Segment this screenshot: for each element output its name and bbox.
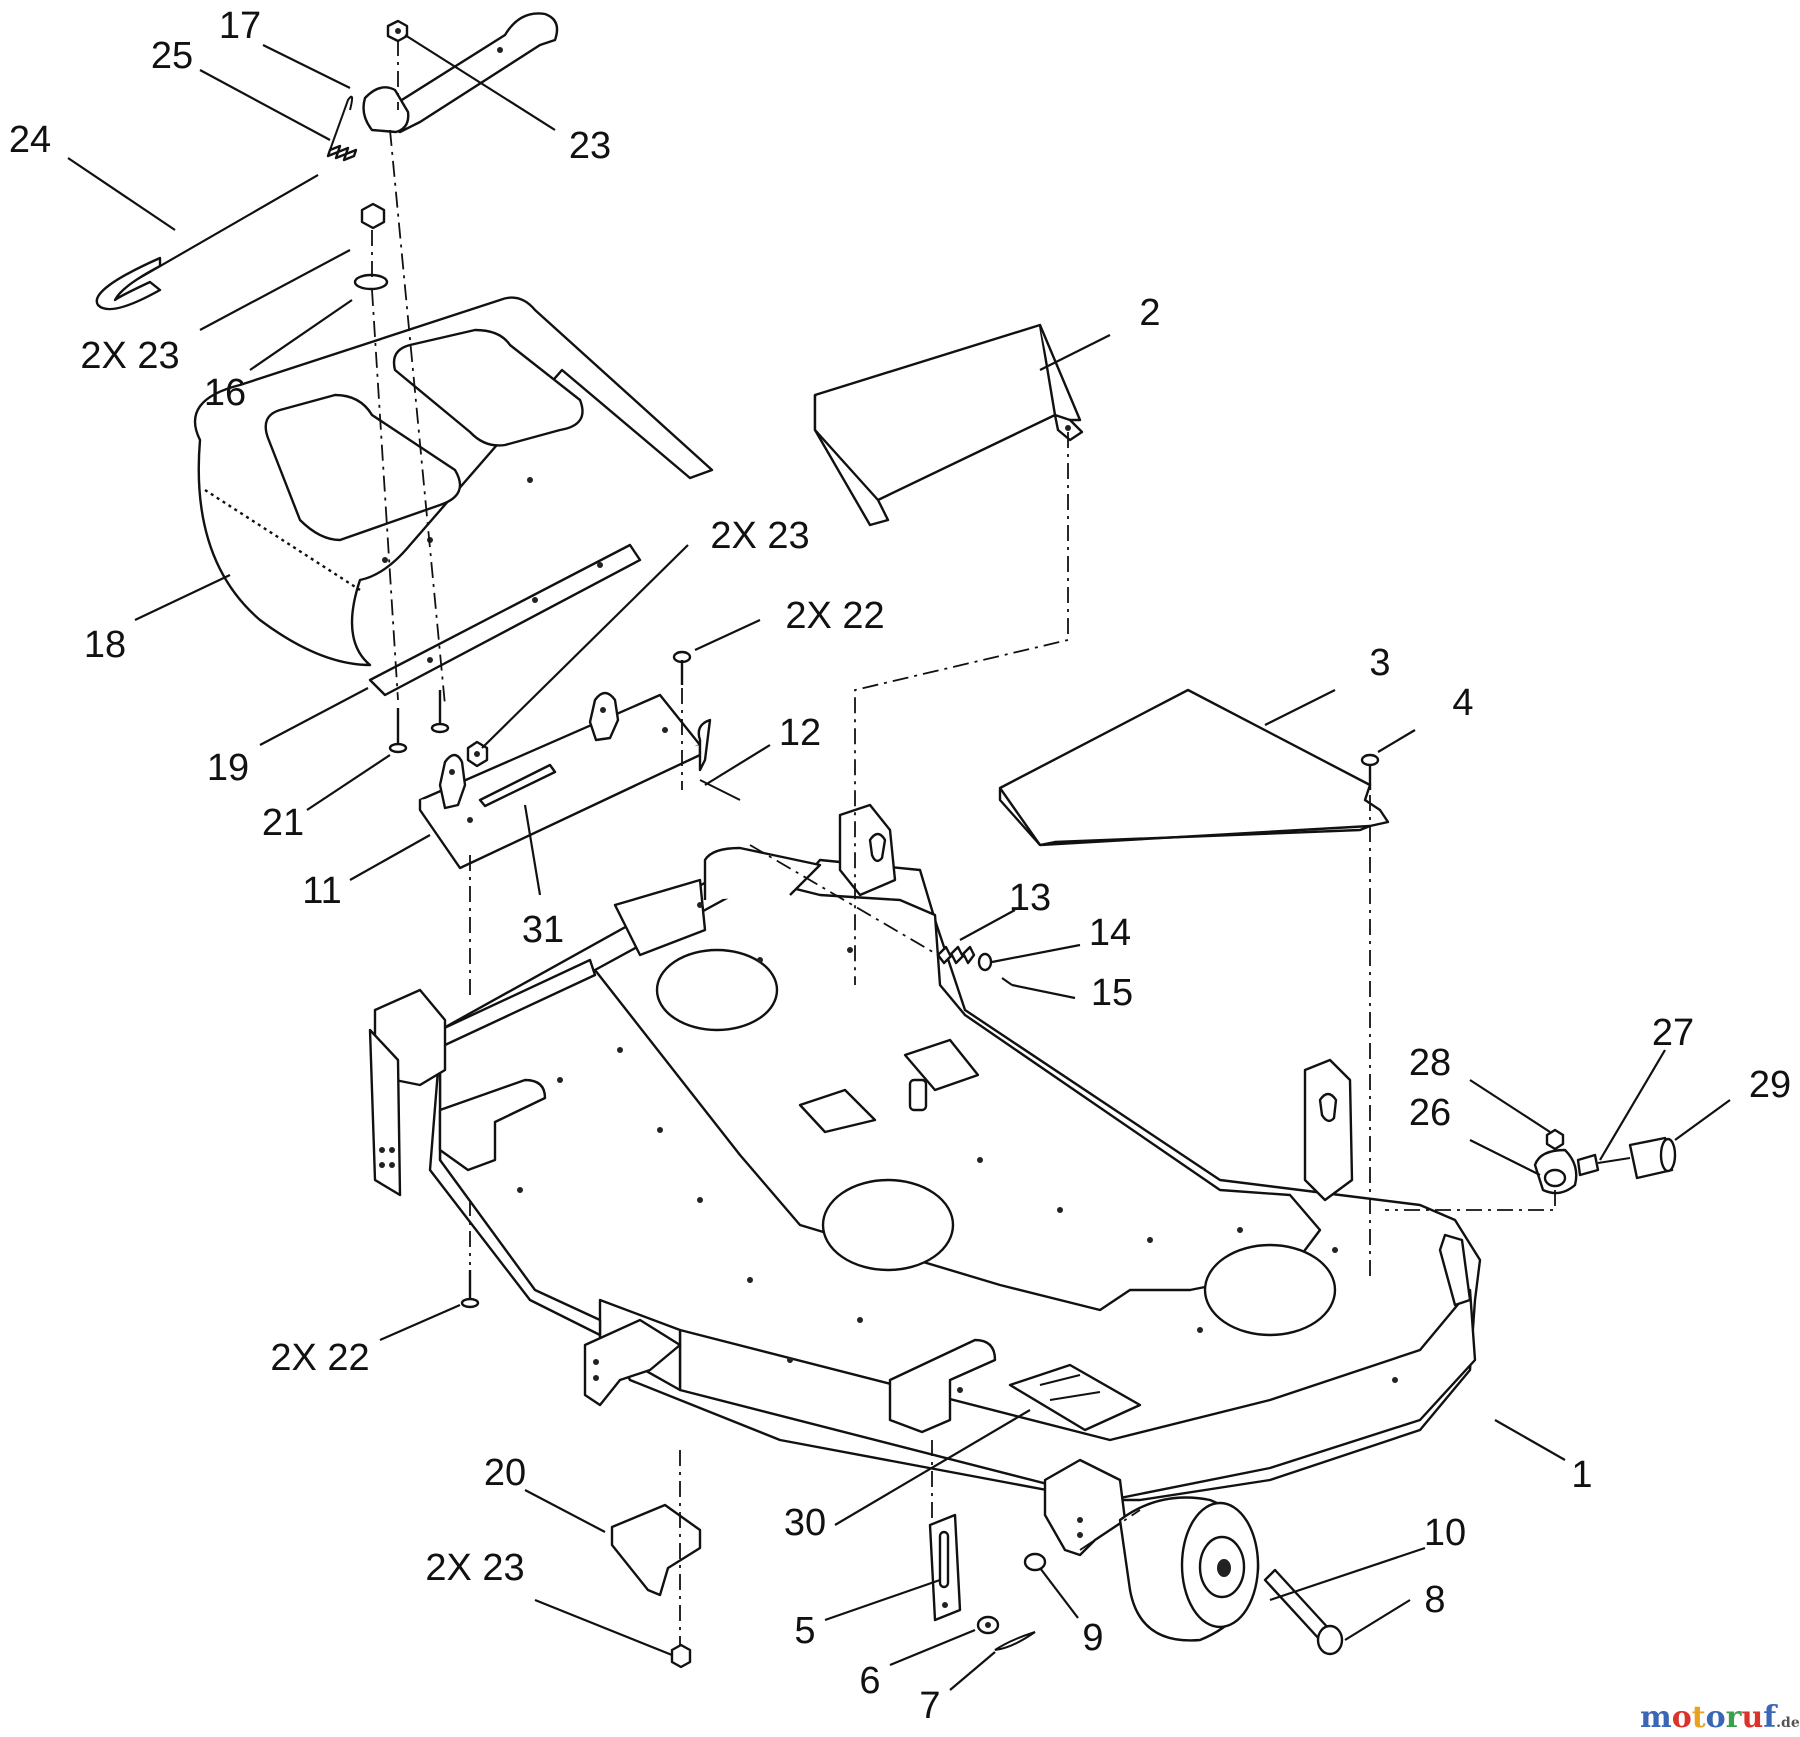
part-29-cap	[1628, 1136, 1677, 1180]
callout-30: 30	[784, 1502, 826, 1544]
leader-lines	[67, 34, 1731, 1691]
callout-4: 4	[1452, 682, 1473, 724]
part-21-bolts	[388, 690, 450, 754]
callout-7: 7	[919, 1685, 940, 1727]
callout-31: 31	[522, 909, 564, 951]
part-4-bolt	[1360, 753, 1380, 790]
callout-14: 14	[1089, 912, 1131, 954]
callout-2x23-top: 2X 23	[80, 335, 179, 377]
callout-labels: 17 25 23 24 2X 23 16 2 18 2X 23 2X 22 3 …	[9, 5, 1791, 1727]
part-9-washer	[1023, 1552, 1047, 1572]
part-25-spring	[326, 95, 358, 162]
callout-9: 9	[1082, 1617, 1103, 1659]
callout-16: 16	[204, 372, 246, 414]
part-22-bolt-bottom	[460, 1270, 480, 1309]
watermark-logo: motoruf.de	[1640, 1700, 1800, 1735]
callout-8: 8	[1424, 1579, 1445, 1621]
callout-11: 11	[302, 870, 341, 912]
part-3-belt-cover	[998, 688, 1390, 847]
watermark-letter: m	[1640, 1700, 1672, 1735]
part-8-axle-bolt	[1263, 1568, 1344, 1656]
callout-29: 29	[1749, 1064, 1791, 1106]
part-20-bracket	[610, 1503, 702, 1597]
watermark-letter: o	[1672, 1700, 1692, 1735]
part-19-strap	[368, 543, 642, 697]
part-27-fitting	[1576, 1153, 1631, 1177]
callout-24: 24	[9, 119, 51, 161]
callout-5: 5	[794, 1610, 815, 1652]
part-26-elbow	[1533, 1148, 1578, 1195]
callout-20: 20	[484, 1452, 526, 1494]
part-12-u-rod	[697, 718, 741, 801]
part-15-pin	[1001, 977, 1013, 986]
part-22-bolt-top	[672, 650, 692, 685]
callout-28: 28	[1409, 1042, 1451, 1084]
part-2-belt-cover	[813, 323, 1084, 527]
watermark-letter: f	[1763, 1700, 1778, 1735]
assembly-lines	[371, 40, 1556, 1645]
callout-27: 27	[1652, 1012, 1694, 1054]
part-1-mower-deck	[368, 803, 1482, 1557]
part-28-nut	[1545, 1128, 1565, 1151]
part-10-wheel	[1118, 1496, 1260, 1642]
callout-3: 3	[1369, 642, 1390, 684]
watermark-letter: u	[1741, 1700, 1763, 1735]
callout-19: 19	[207, 747, 249, 789]
callout-2x23-mid: 2X 23	[710, 515, 809, 557]
part-14-washer	[977, 952, 993, 972]
callout-2x22-top: 2X 22	[785, 595, 884, 637]
callout-17: 17	[219, 5, 261, 47]
callout-21: 21	[262, 802, 304, 844]
callout-2x22-bottom: 2X 22	[270, 1337, 369, 1379]
callout-23: 23	[569, 125, 611, 167]
part-5-height-plate	[928, 1513, 962, 1622]
watermark-suffix: .de	[1776, 1715, 1800, 1731]
callout-18: 18	[84, 624, 126, 666]
watermark-letter: r	[1726, 1700, 1743, 1735]
part-16-washer	[353, 273, 389, 291]
part-11-mounting-plate	[418, 691, 702, 870]
callout-2x23-bottom: 2X 23	[425, 1547, 524, 1589]
part-23-nut-middle	[360, 202, 386, 230]
callout-13: 13	[1009, 877, 1051, 919]
part-23-nut-bottom	[670, 1643, 692, 1669]
callout-10: 10	[1424, 1512, 1466, 1554]
watermark-letter: o	[1706, 1700, 1726, 1735]
callout-6: 6	[859, 1660, 880, 1702]
watermark-letter: t	[1692, 1700, 1706, 1735]
part-13-spring	[936, 945, 976, 965]
callout-2: 2	[1139, 292, 1160, 334]
part-24-control-rod	[95, 174, 319, 311]
part-23-nut-top	[386, 19, 409, 43]
part-18-top-cover	[193, 296, 714, 667]
callout-15: 15	[1091, 972, 1133, 1014]
part-6-washer	[976, 1615, 1000, 1635]
part-7-clip	[994, 1631, 1036, 1651]
callout-25: 25	[151, 35, 193, 77]
callout-1: 1	[1571, 1454, 1592, 1496]
callout-12: 12	[779, 712, 821, 754]
callout-26: 26	[1409, 1092, 1451, 1134]
